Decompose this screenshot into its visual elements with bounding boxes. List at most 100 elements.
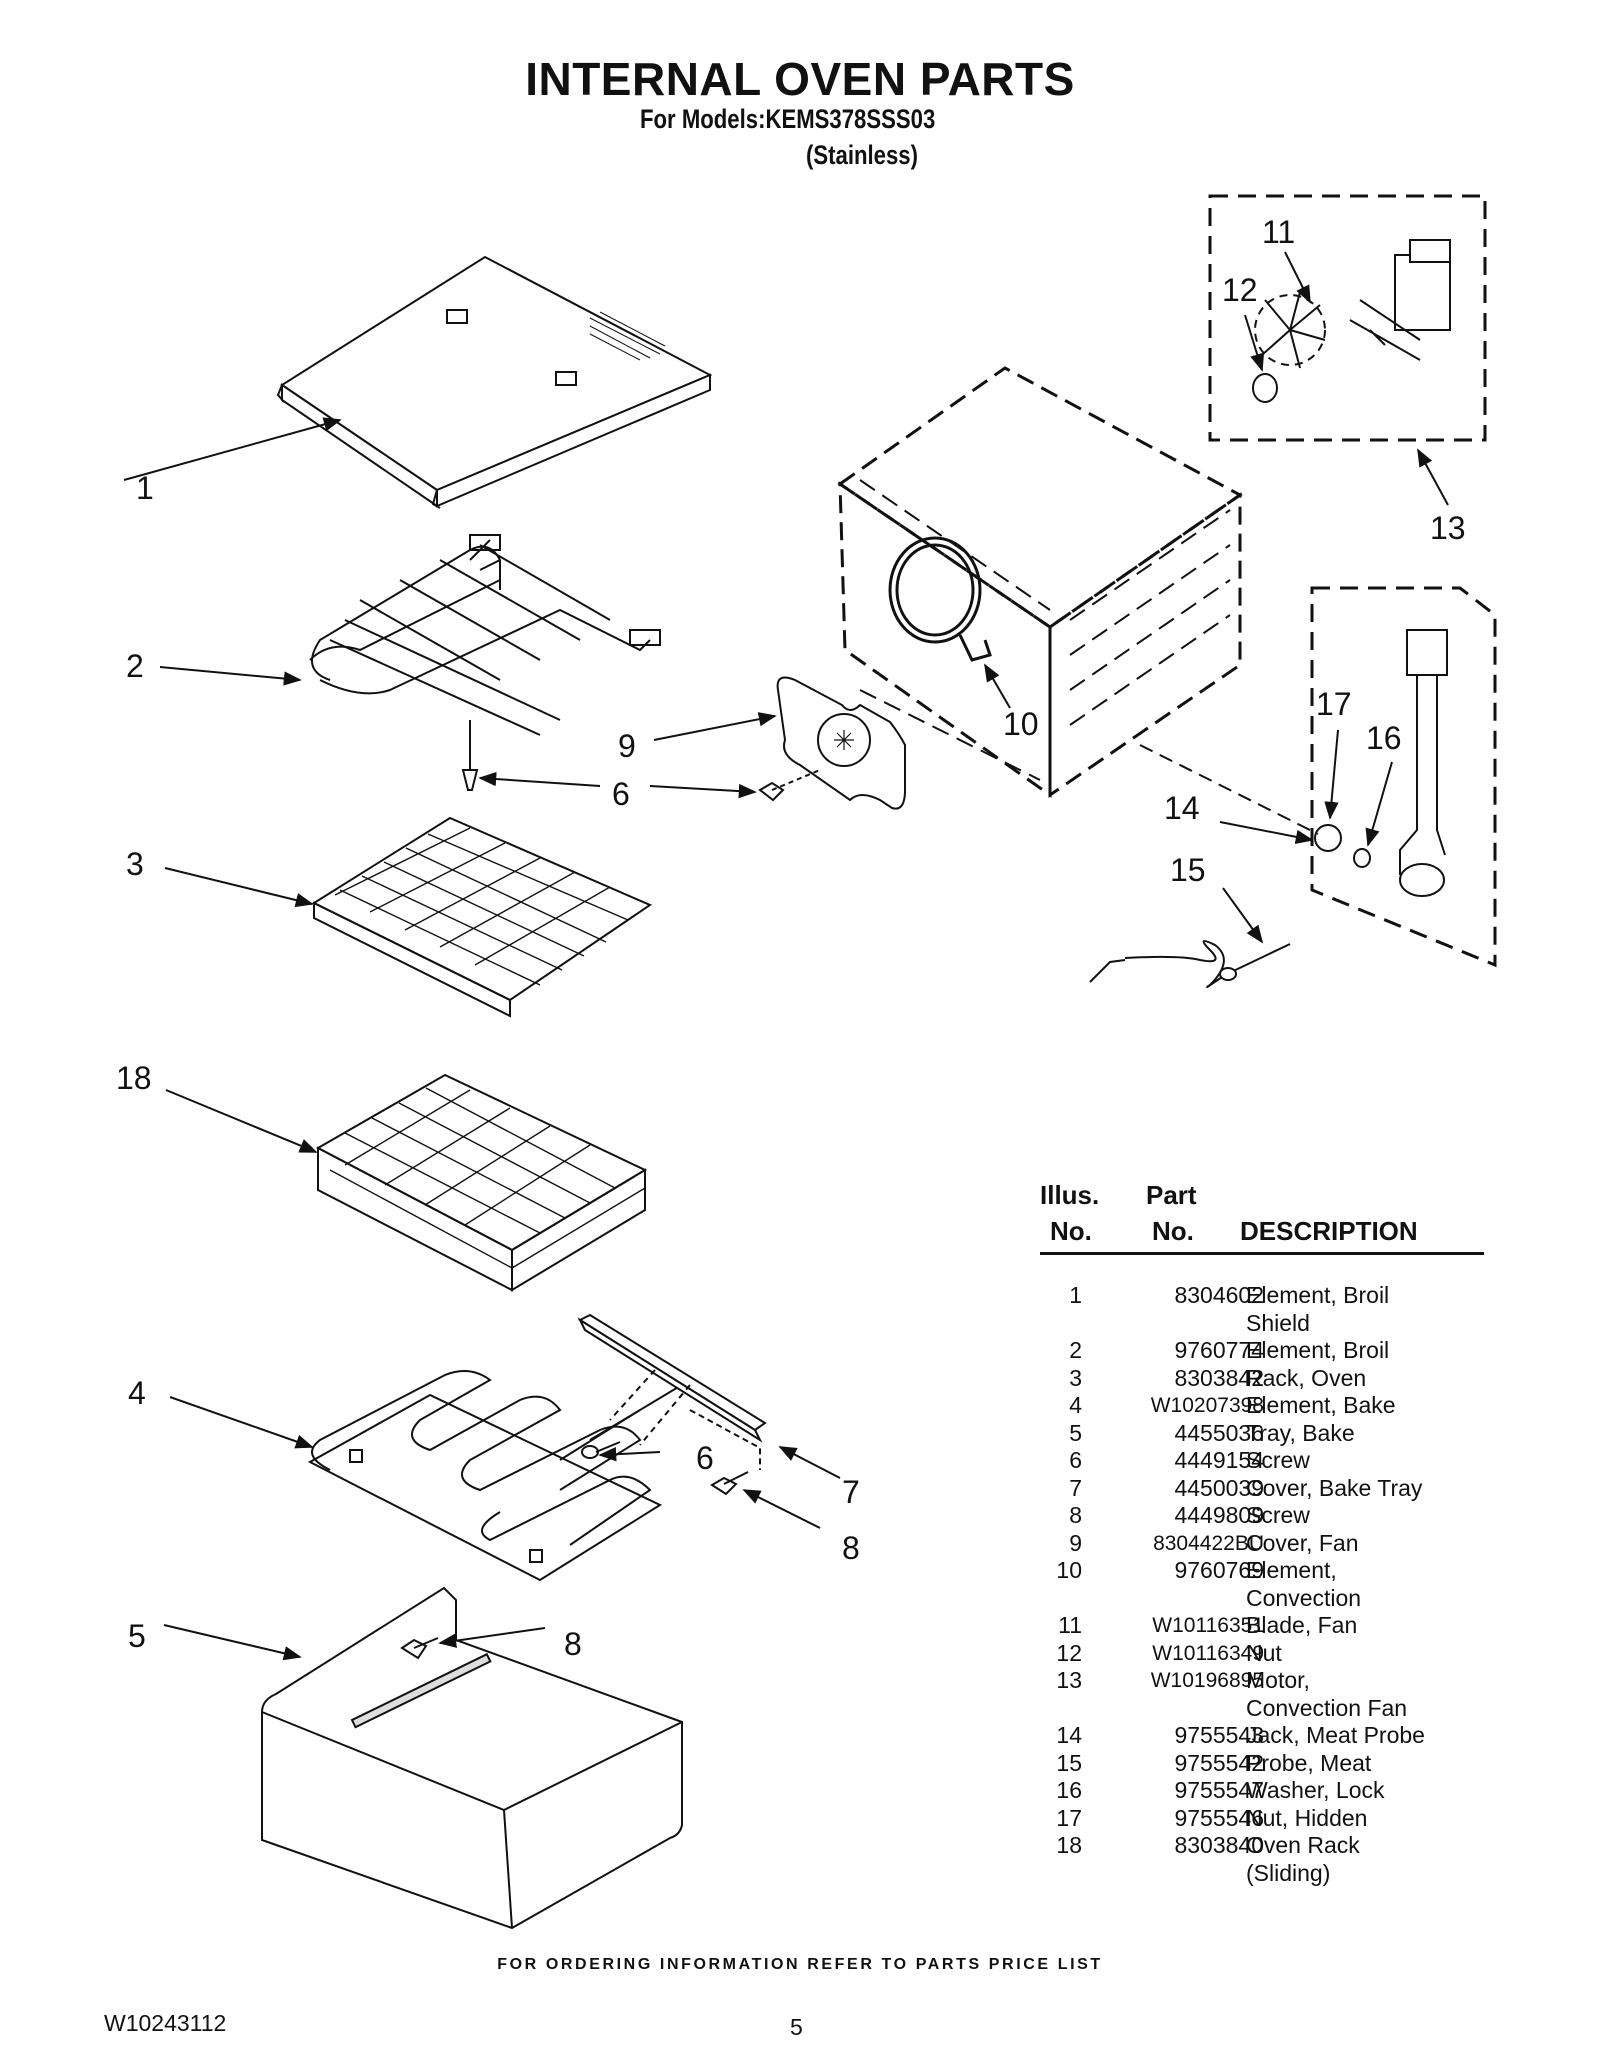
callout-10: 10	[1003, 706, 1039, 742]
table-row: Shield	[1040, 1310, 1500, 1337]
part-number: W10116349	[1152, 1641, 1264, 1665]
part-number: 9760769	[1174, 1557, 1264, 1583]
callout-18: 18	[116, 1060, 152, 1096]
callout-6-broil: 6	[612, 776, 630, 812]
part-description: Cover, Fan	[1246, 1529, 1359, 1556]
callout-17: 17	[1316, 686, 1352, 722]
part-number: 4450039	[1174, 1474, 1264, 1501]
part-description: Blade, Fan	[1246, 1612, 1358, 1638]
callout-2: 2	[126, 648, 144, 684]
callout-14: 14	[1164, 790, 1200, 826]
part-description: Tray, Bake	[1246, 1419, 1355, 1446]
part-number: 9755547	[1174, 1777, 1264, 1803]
part-description: Convection	[1246, 1584, 1362, 1611]
part-number: 4449809	[1174, 1502, 1264, 1528]
illus-number: 13	[1056, 1667, 1082, 1693]
part-number: W10207398	[1150, 1394, 1264, 1417]
illus-number: 18	[1056, 1832, 1082, 1858]
part-description: Element, Broil	[1246, 1337, 1390, 1363]
illus-number: 9	[1069, 1529, 1082, 1556]
illus-number: 2	[1069, 1337, 1082, 1363]
table-row: Convection	[1040, 1585, 1500, 1612]
meat-probe-jack-box	[1139, 586, 1497, 968]
fan-cover-drawing	[758, 676, 906, 810]
illus-number: 1	[1069, 1282, 1082, 1308]
leader-6-broil	[478, 771, 601, 787]
illus-number: 11	[1058, 1612, 1082, 1638]
part-description: Rack, Oven	[1246, 1364, 1367, 1391]
table-row: Convection Fan	[1040, 1695, 1500, 1722]
callout-13: 13	[1430, 510, 1466, 546]
bake-element-drawing	[307, 1370, 691, 1582]
bake-tray-cover-drawing	[577, 1313, 767, 1470]
callout-1: 1	[136, 470, 154, 506]
part-description: Cover, Bake Tray	[1246, 1474, 1423, 1501]
leader-12	[1244, 314, 1265, 372]
col-head-description: DESCRIPTION	[1240, 1216, 1418, 1246]
screw-8-bake-drawing	[710, 1471, 749, 1496]
illus-number: 14	[1056, 1722, 1082, 1748]
page-number: 5	[790, 2014, 803, 2040]
part-number: 9755542	[1174, 1749, 1264, 1776]
illus-number: 5	[1069, 1419, 1082, 1446]
callout-8-tray: 8	[564, 1626, 582, 1662]
part-description: Screw	[1246, 1447, 1310, 1473]
callout-6-bake: 6	[696, 1440, 714, 1476]
leader-8-bake	[742, 1489, 821, 1529]
ordering-note: FOR ORDERING INFORMATION REFER TO PARTS …	[497, 1956, 1103, 1973]
part-number: 9755546	[1174, 1804, 1264, 1831]
sliding-rack-drawing	[315, 1073, 648, 1292]
leader-17	[1324, 729, 1339, 820]
part-number: W10116351	[1152, 1614, 1264, 1637]
part-description: Element, Bake	[1246, 1392, 1396, 1418]
part-number: 8304422BU	[1153, 1531, 1264, 1555]
leader-9	[653, 712, 777, 741]
broil-shield-drawing	[276, 255, 713, 509]
leader-6-bake	[598, 1446, 661, 1462]
callout-12: 12	[1222, 272, 1258, 308]
part-description: Convection Fan	[1246, 1694, 1408, 1721]
part-description: Motor,	[1246, 1667, 1310, 1693]
leader-6-fan	[649, 783, 757, 799]
part-number: 9760774	[1174, 1337, 1264, 1363]
illus-number: 12	[1056, 1639, 1082, 1666]
illus-number: 6	[1069, 1447, 1082, 1473]
part-number: 8303840	[1174, 1832, 1264, 1858]
part-number: 8304602	[1174, 1282, 1264, 1308]
leader-14	[1219, 821, 1314, 844]
part-description: Jack, Meat Probe	[1246, 1722, 1425, 1748]
finish-line: (Stainless)	[806, 140, 918, 170]
illus-number: 10	[1056, 1557, 1082, 1583]
leader-16	[1365, 761, 1393, 847]
part-description: (Sliding)	[1246, 1859, 1331, 1886]
leader-7	[778, 1446, 841, 1479]
leader-8-tray	[438, 1627, 546, 1648]
meat-probe-drawing	[1089, 940, 1291, 988]
callout-3: 3	[126, 846, 144, 882]
leader-18	[165, 1089, 318, 1153]
col-head-part-1: Part	[1146, 1180, 1197, 1210]
part-description: Oven Rack	[1246, 1832, 1360, 1858]
broil-element-drawing	[309, 534, 661, 791]
part-description: Nut, Hidden	[1246, 1804, 1368, 1831]
callout-11: 11	[1262, 214, 1296, 250]
leader-5	[163, 1624, 302, 1661]
part-number: 8303842	[1174, 1364, 1264, 1391]
part-number: 4455036	[1174, 1419, 1264, 1446]
illus-number: 4	[1069, 1392, 1082, 1418]
illus-number: 7	[1069, 1474, 1082, 1501]
illus-number: 15	[1056, 1749, 1082, 1776]
part-description: Probe, Meat	[1246, 1749, 1372, 1776]
table-header-rule	[1040, 1252, 1484, 1255]
